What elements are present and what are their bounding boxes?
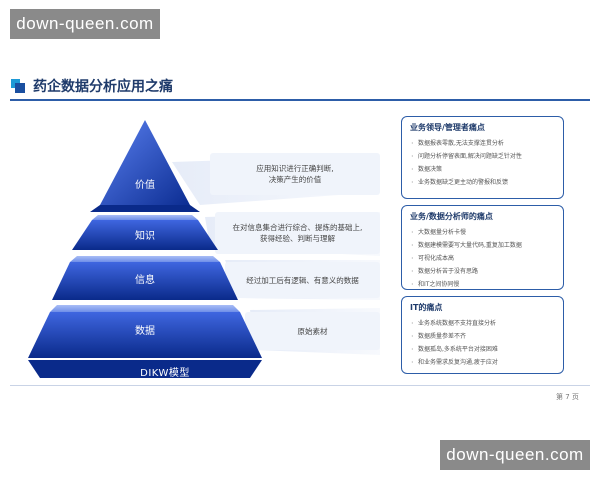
title-square-icon <box>11 79 25 93</box>
title-divider <box>10 99 590 101</box>
list-item: 问题分析停留表面,解决问题缺乏针对性 <box>410 150 555 163</box>
watermark-top: down-queen.com <box>10 9 160 39</box>
list-item: 和业务需求反复沟通,疲于应对 <box>410 356 555 369</box>
list-item: 大数据量分析卡慢 <box>410 226 555 239</box>
watermark-bottom: down-queen.com <box>440 440 590 470</box>
list-item: 数据建模需要写大量代码,重复加工数据 <box>410 239 555 252</box>
desc-box-knowledge <box>215 212 380 254</box>
level-label-information: 信息 <box>135 275 155 286</box>
list-item: 业务系统数据不支持直接分析 <box>410 317 555 330</box>
list-item: 数据质量参差不齐 <box>410 330 555 343</box>
list-item: 和IT之间协同慢 <box>410 278 555 291</box>
panel-title: 业务/数据分析师的痛点 <box>410 212 493 221</box>
slide-title: 药企数据分析应用之痛 <box>33 79 173 95</box>
pyramid-level-value <box>100 120 190 205</box>
desc-box-data <box>245 312 380 350</box>
level-label-value: 价值 <box>135 180 155 191</box>
panel-analyst-pain: 业务/数据分析师的痛点 大数据量分析卡慢 数据建模需要写大量代码,重复加工数据 … <box>401 205 564 291</box>
pyramid-base <box>28 360 262 378</box>
list-item: 数据孤岛,多系统平台对接困难 <box>410 343 555 356</box>
desc-data: 原始素材 <box>297 327 328 336</box>
pyramid-level-knowledge <box>72 220 218 250</box>
desc-value: 应用知识进行正确判断, 决策产生的价值 <box>256 164 334 184</box>
level-label-data: 数据 <box>135 326 155 337</box>
list-item: 数据决策 <box>410 163 555 176</box>
level-label-knowledge: 知识 <box>135 231 155 242</box>
panel-management-pain: 业务领导/管理者痛点 数据报表零散,无法支撑连贯分析 问题分析停留表面,解决问题… <box>401 116 564 199</box>
list-item: 业务数据缺乏更主动的警报和反馈 <box>410 176 555 189</box>
bottom-divider <box>10 385 590 386</box>
panel-it-pain: IT的痛点 业务系统数据不支持直接分析 数据质量参差不齐 数据孤岛,多系统平台对… <box>401 296 564 374</box>
desc-information: 经过加工后有逻辑、有意义的数据 <box>246 276 359 285</box>
desc-box-value <box>210 153 380 195</box>
panel-title: 业务领导/管理者痛点 <box>410 123 485 132</box>
desc-knowledge: 在对信息集合进行综合、提炼的基础上, 获得经验、判断与理解 <box>232 223 363 243</box>
pyramid-level-information <box>52 262 238 300</box>
desc-box-information <box>225 262 380 298</box>
panel-title: IT的痛点 <box>410 303 443 312</box>
page-number: 第 7 页 <box>556 393 579 401</box>
pyramid-level-data <box>28 312 262 358</box>
dikw-model-label: DIKW模型 <box>140 368 190 379</box>
list-item: 数据报表零散,无法支撑连贯分析 <box>410 137 555 150</box>
list-item: 可视化成本高 <box>410 252 555 265</box>
list-item: 数据分析苦于没有思路 <box>410 265 555 278</box>
